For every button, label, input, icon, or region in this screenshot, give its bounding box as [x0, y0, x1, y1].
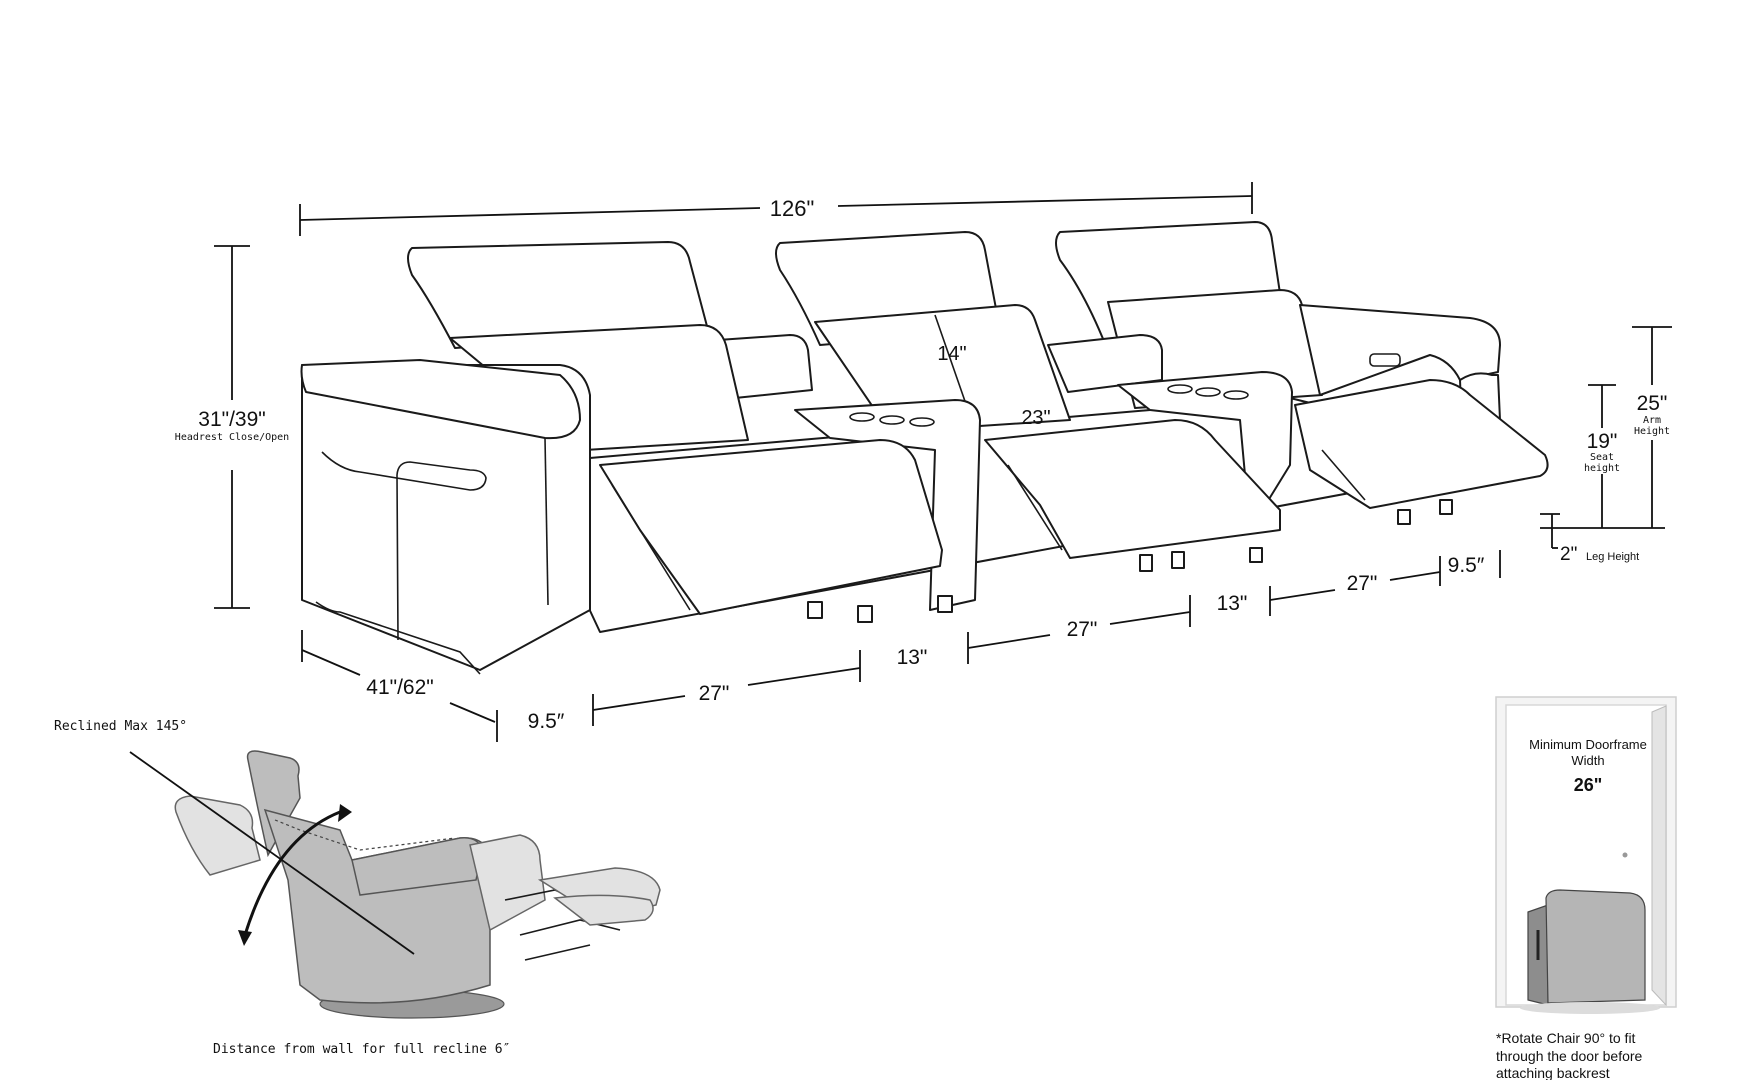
total-width-label: 126" [770, 196, 815, 221]
segment-line [747, 667, 861, 686]
console-width-2-label: 13" [1217, 592, 1248, 615]
seat-1-back [449, 324, 749, 451]
width-dimension-line [837, 195, 1253, 207]
cup-holder-icon [909, 417, 935, 427]
arm-width-left-label: 9.5″ [528, 710, 565, 733]
arrow-head-icon [238, 930, 252, 946]
arm-height-caption: Height [1634, 426, 1670, 437]
seat-2-footrest [984, 419, 1281, 559]
cup-holder-icon [1223, 390, 1249, 400]
seat-height-caption: height [1584, 463, 1620, 474]
seat-1-leg-2 [857, 605, 873, 623]
width-dimension-line [299, 207, 761, 221]
cup-holder-icon [1167, 384, 1193, 394]
doorframe-inset: Minimum Doorframe Width 26" *Rotate Chai… [1495, 696, 1677, 1080]
segment-line [1109, 611, 1191, 625]
depth-label: 41"/62" [366, 676, 433, 699]
depth-dimension-line [301, 649, 361, 676]
segment-line [1269, 589, 1336, 601]
console-1-lid [717, 334, 813, 399]
recline-illustration: Reclined Max 145° Distance from wall for… [54, 719, 661, 1057]
console-2-lid [1047, 334, 1163, 393]
arrow-head-icon [338, 804, 352, 822]
recline-guide-dotted [274, 819, 456, 851]
door-knob-icon [1622, 852, 1628, 858]
console-width-1-label: 13" [897, 646, 928, 669]
doorframe-title: Minimum Doorframe [1529, 737, 1647, 752]
seat-1-leg-3 [937, 595, 953, 613]
reclined-back-ghost [174, 795, 261, 876]
door-panel [1651, 705, 1667, 1007]
recline-arc-arrow [243, 810, 341, 936]
cup-holder-icon [1195, 387, 1221, 397]
seat-2-footrest-edge [1007, 464, 1063, 551]
seat-3-footrest [1294, 379, 1549, 509]
seat-3-leg [1397, 509, 1411, 525]
floor-shadow [1520, 1002, 1660, 1014]
seat-height-caption: Seat [1590, 452, 1614, 463]
seat-width-3-label: 27" [1347, 572, 1378, 595]
sofa-drawing [300, 221, 1549, 675]
chair-headrest [246, 750, 301, 858]
doorframe-title: Width [1571, 753, 1604, 768]
arm-width-right-label: 9.5″ [1448, 554, 1485, 577]
left-arm-base [315, 601, 481, 675]
chair-arm [469, 834, 546, 932]
height-caption: Headrest Close/Open [175, 432, 289, 443]
doorframe-width: 26" [1574, 775, 1603, 795]
chair-footrest-lower [553, 894, 654, 926]
segment-line [592, 695, 686, 711]
cup-holder-icon [879, 415, 905, 425]
seat-1-headrest [407, 241, 709, 349]
headrest-width-label: 14" [937, 343, 966, 365]
arm-height-caption: Arm [1643, 415, 1661, 426]
dimension-lines [214, 182, 1672, 742]
seat-3-leg-2 [1439, 499, 1453, 515]
cup-holder-icon [849, 412, 875, 422]
seat-3-footrest-edge [1321, 449, 1366, 501]
depth-dimension-line [449, 702, 496, 723]
seat-2-back [814, 304, 1071, 433]
segment-line [967, 634, 1051, 649]
left-arm-edge [544, 437, 549, 606]
recline-mechanism [519, 919, 621, 936]
doorframe-note: *Rotate Chair 90° to fit [1496, 1030, 1636, 1046]
leg-height-label: 2" [1560, 544, 1577, 565]
seat-1-footrest [599, 439, 943, 615]
recline-mechanism [524, 944, 591, 961]
seat-2-leg [1139, 554, 1153, 572]
doorframe-note: attaching backrest [1496, 1065, 1610, 1080]
rotated-chair-body [1545, 889, 1646, 1004]
recline-max-label: Reclined Max 145° [54, 719, 187, 734]
console-depth-label: 23" [1021, 407, 1050, 429]
leg-height-caption: Leg Height [1586, 551, 1639, 563]
seat-1-footrest-edge [611, 484, 691, 611]
seat-width-1-label: 27" [699, 682, 730, 705]
recline-angle-line [129, 751, 415, 955]
seat-1-leg [807, 601, 823, 619]
usb-port-icon [1369, 353, 1401, 367]
dimension-labels: 126" 31"/39" Headrest Close/Open 41"/62"… [175, 196, 1670, 733]
left-arm-side [301, 364, 591, 671]
left-arm-pocket [321, 451, 487, 641]
left-arm-top [300, 359, 581, 440]
seat-height-label: 19" [1587, 430, 1618, 453]
height-label: 31"/39" [198, 408, 265, 431]
seat-2-leg-2 [1171, 551, 1185, 569]
segment-line [1389, 571, 1441, 581]
wall-distance-label: Distance from wall for full recline 6″ [213, 1042, 510, 1057]
seat-2-leg-3 [1249, 547, 1263, 563]
doorframe-note: through the door before [1496, 1048, 1643, 1064]
seat-width-2-label: 27" [1067, 618, 1098, 641]
arm-height-label: 25" [1637, 392, 1668, 415]
